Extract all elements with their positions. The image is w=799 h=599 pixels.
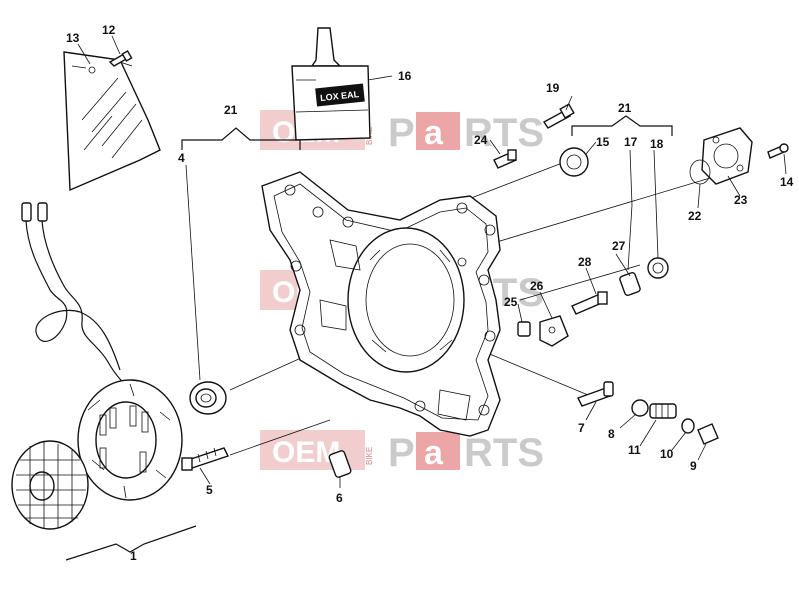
bush-25-part (517, 321, 531, 337)
callout-5: 5 (206, 483, 213, 497)
callout-21-right: 21 (618, 101, 632, 115)
callout-8: 8 (608, 427, 615, 441)
callout-16: 16 (398, 69, 412, 83)
seal-18-part (647, 257, 669, 279)
callout-1: 1 (130, 549, 137, 563)
group-bracket-1 (65, 525, 197, 561)
dowel-6-part (328, 450, 352, 478)
cover-plate-part (63, 51, 161, 192)
callout-13: 13 (66, 31, 80, 45)
callout-6: 6 (336, 491, 343, 505)
callout-23: 23 (734, 193, 748, 207)
watermark-a-text: a (424, 114, 444, 152)
callout-17: 17 (624, 135, 638, 149)
callout-21-left: 21 (224, 103, 238, 117)
washer-8-part (631, 399, 649, 417)
callout-26: 26 (530, 279, 544, 293)
washer-10-part (681, 418, 695, 434)
screw-7-part (577, 381, 614, 407)
spring-11-part (649, 403, 677, 419)
watermark-rts-text: RTS (464, 111, 544, 155)
seal-15-part (559, 147, 589, 177)
screw-24-part (493, 149, 517, 169)
callout-15: 15 (596, 135, 610, 149)
callout-14: 14 (780, 175, 794, 189)
bracket-26-part (539, 315, 569, 347)
callout-18: 18 (650, 137, 664, 151)
bearing-4-part (189, 381, 227, 415)
callout-19: 19 (546, 81, 560, 95)
wiring-harness-part (21, 202, 129, 387)
screw-19-part (542, 103, 575, 129)
callout-labels: 1 4 5 6 7 8 9 10 11 12 13 14 15 16 17 18… (66, 23, 794, 563)
spacer-27-part (619, 272, 641, 296)
plug-9-part (697, 423, 719, 445)
watermark-bottom: OEM BIKE P a RTS (260, 430, 544, 475)
callout-9: 9 (690, 459, 697, 473)
callout-25: 25 (504, 295, 518, 309)
group-bracket-21-left (181, 127, 301, 150)
screw-28-part (571, 291, 608, 315)
sealant-bottle-part: LOX EAL (291, 27, 371, 141)
watermark-a-text: a (424, 434, 444, 472)
screw-14-part (767, 143, 789, 159)
watermark-p-text: P (388, 431, 415, 475)
screw-12-part (108, 50, 133, 67)
callout-28: 28 (578, 255, 592, 269)
watermark-p-text: P (388, 111, 415, 155)
sealant-brand-label: LOX EAL (320, 89, 360, 103)
callout-22: 22 (688, 209, 702, 223)
pin-17-part (627, 204, 633, 271)
group-bracket-21-right (571, 115, 673, 136)
callout-11: 11 (628, 443, 641, 457)
callout-12: 12 (102, 23, 116, 37)
flange-23-part (701, 127, 753, 185)
watermark-oem-text: OEM (272, 436, 340, 469)
callout-7: 7 (578, 421, 585, 435)
crankcase-cover-part (261, 171, 501, 437)
alternator-assembly-part (11, 379, 183, 530)
callout-10: 10 (660, 447, 674, 461)
bolt-5-part (181, 447, 229, 471)
callout-24: 24 (474, 133, 488, 147)
watermark-bike-text: BIKE (365, 447, 374, 465)
callout-27: 27 (612, 239, 626, 253)
leader-lines (77, 35, 787, 488)
callout-4: 4 (178, 151, 185, 165)
watermark-rts-text: RTS (464, 431, 544, 475)
